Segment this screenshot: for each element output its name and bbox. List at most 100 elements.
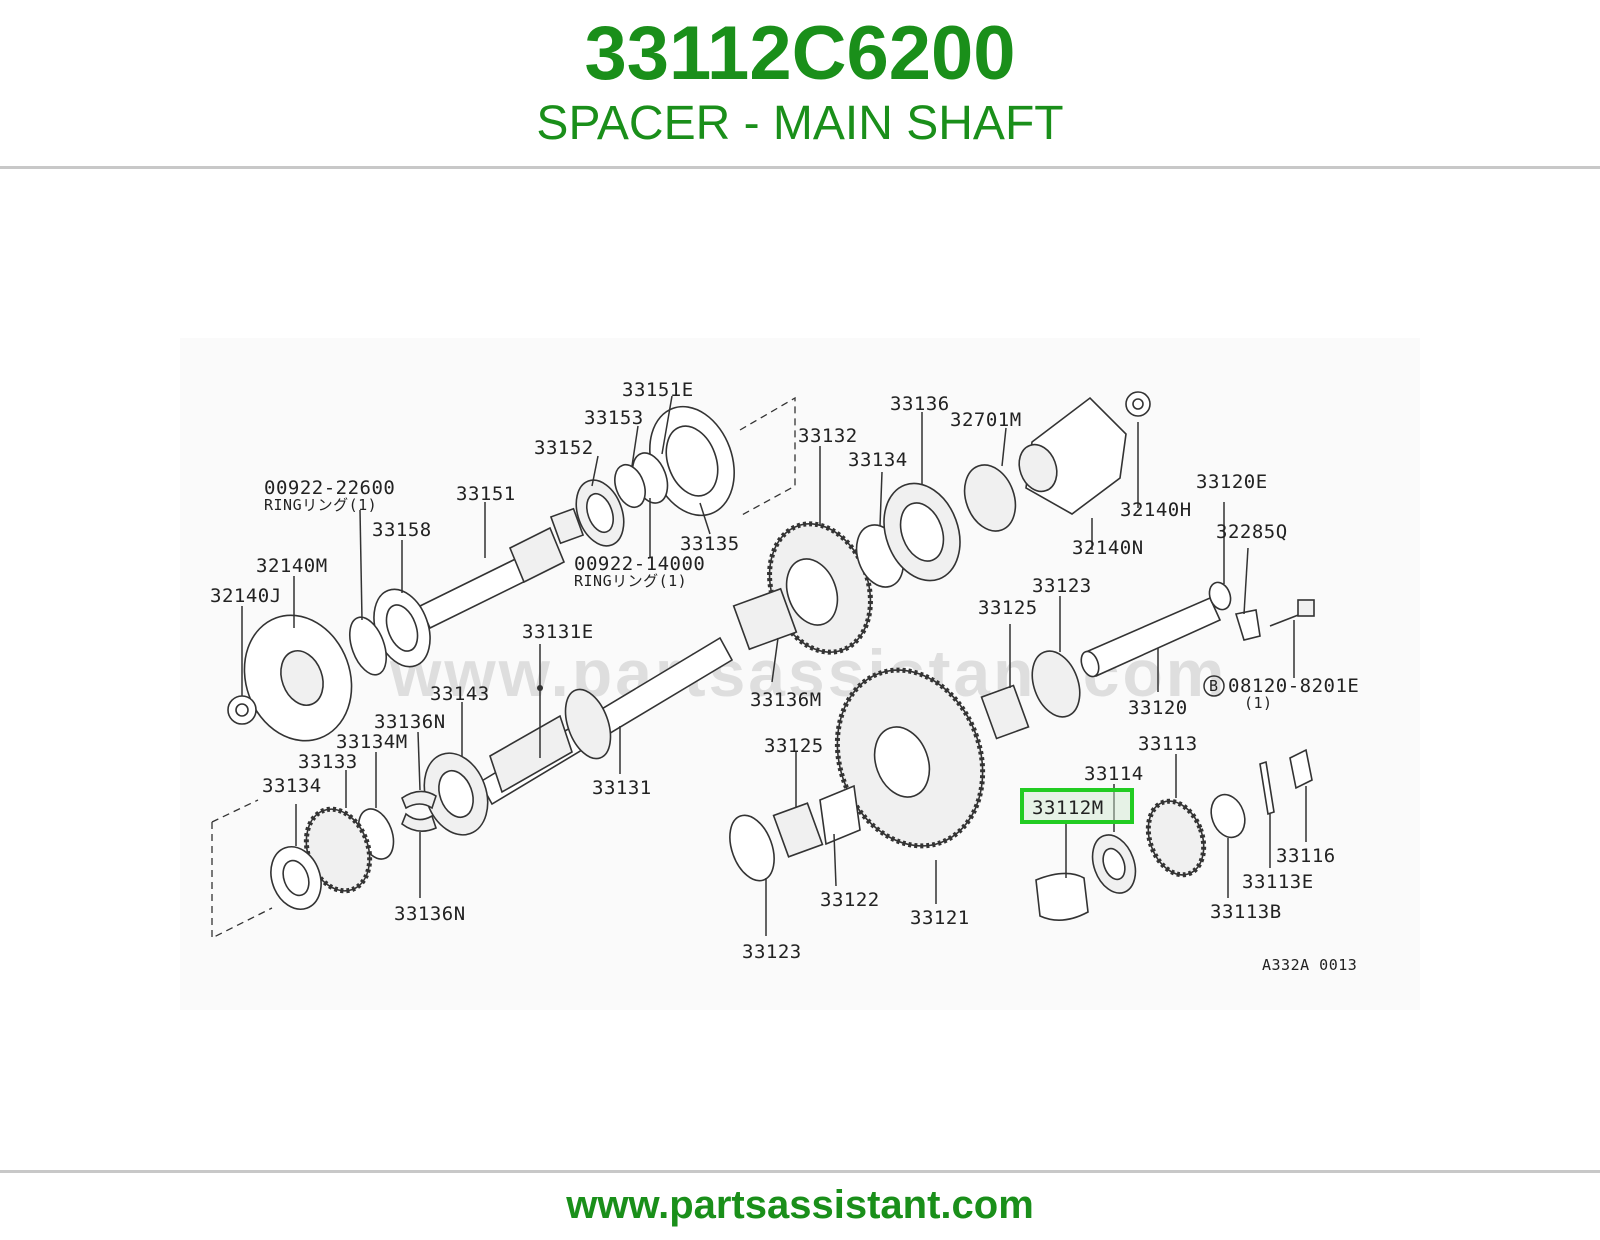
part-32140J-hole [235,703,249,717]
part-33136-bore [899,502,945,562]
part-33122-sleeve[interactable] [819,784,861,846]
part-33113B-nut[interactable] [1205,790,1250,842]
part-33132-bore [785,558,839,626]
part-33112M-spacer[interactable] [1035,872,1089,921]
label-33135[interactable]: 33135 [680,533,740,555]
part-33120-end [1080,650,1100,678]
part-33136N-lower[interactable] [401,812,437,832]
label-33136[interactable]: 33136 [890,393,950,415]
dashed-bracket-lower [211,799,273,940]
part-33116-collar[interactable] [1289,748,1313,790]
part-32285Q-plate[interactable] [1234,609,1261,641]
label-33136N-lower[interactable]: 33136N [394,903,466,925]
part-33158-bore [385,604,419,652]
label-33143[interactable]: 33143 [430,683,490,705]
part-needle-bearing[interactable] [549,507,585,545]
label-32285Q[interactable]: 32285Q [1216,521,1288,543]
label-33113E[interactable]: 33113E [1242,871,1314,893]
label-33113[interactable]: 33113 [1138,733,1198,755]
part-33113E-pin[interactable] [1259,760,1275,816]
part-33136M-bearing[interactable] [732,587,798,651]
label-32701M[interactable]: 32701M [950,409,1022,431]
label-33131E[interactable]: 33131E [522,621,594,643]
label-33134M[interactable]: 33134M [336,731,408,753]
part-33151-splines [508,526,566,584]
label-33123-upper[interactable]: 33123 [1032,575,1092,597]
part-33131-splines [489,714,573,794]
label-33153[interactable]: 33153 [584,407,644,429]
label-33151[interactable]: 33151 [456,483,516,505]
label-ring-2: RINGリング(1) [574,572,687,590]
part-32140M-hub [280,650,324,706]
header-divider [0,166,1600,169]
label-33134-upper[interactable]: 33134 [848,449,908,471]
label-33125-upper[interactable]: 33125 [978,597,1038,619]
exploded-view-svg: www.partsassistant.com [210,379,1359,974]
part-33113-teeth [1145,798,1207,878]
bolt-mark-letter: B [1209,677,1219,695]
part-00922-22600-ring[interactable] [343,612,394,679]
part-33123-lower-washer[interactable] [722,809,783,887]
counter-gear-group [732,391,1151,655]
label-32140M[interactable]: 32140M [256,555,328,577]
label-00922-22600[interactable]: 00922-22600 [264,477,395,499]
label-33151E[interactable]: 33151E [622,379,694,401]
leader-lines [241,395,1307,936]
part-33120E-ring[interactable] [1206,579,1234,612]
part-name-subtitle: SPACER - MAIN SHAFT [536,97,1064,150]
label-33152[interactable]: 33152 [534,437,594,459]
part-33125-upper-needle[interactable] [980,684,1030,740]
label-33125-lower[interactable]: 33125 [764,735,824,757]
dashed-bracket-upper [739,396,796,517]
footer-divider [0,1170,1600,1173]
label-00922-14000[interactable]: 00922-14000 [574,553,705,575]
label-33114[interactable]: 33114 [1084,763,1144,785]
part-number-title: 33112C6200 [584,11,1016,96]
label-bolt-qty: (1) [1244,694,1273,712]
label-32140N[interactable]: 32140N [1072,537,1144,559]
part-33136N-upper[interactable] [401,790,437,810]
label-33113B[interactable]: 33113B [1210,901,1282,923]
part-33131-gear [564,688,612,760]
label-33116[interactable]: 33116 [1276,845,1336,867]
highlight-box[interactable] [1020,788,1134,824]
label-ring-1: RINGリング(1) [264,496,377,514]
output-group [1035,748,1313,921]
label-33131[interactable]: 33131 [592,777,652,799]
label-33136N-upper[interactable]: 33136N [374,711,446,733]
label-32140H[interactable]: 32140H [1120,499,1192,521]
part-33114-bore [1102,847,1126,881]
label-33120[interactable]: 33120 [1128,697,1188,719]
diagram-code: A332A 0013 [1262,956,1357,974]
label-32140J[interactable]: 32140J [210,585,282,607]
part-33123-upper-washer[interactable] [1024,645,1089,724]
label-33122[interactable]: 33122 [820,889,880,911]
label-33134-lower[interactable]: 33134 [262,775,322,797]
label-33121[interactable]: 33121 [910,907,970,929]
label-33158[interactable]: 33158 [372,519,432,541]
part-33143-bore [438,769,474,819]
part-33153-ring[interactable] [609,461,650,512]
bolt-mark-circle [1203,675,1225,697]
label-33136M[interactable]: 33136M [750,689,822,711]
label-33123-lower[interactable]: 33123 [742,941,802,963]
footer-website-link[interactable]: www.partsassistant.com [566,1183,1034,1227]
part-32140H-hole [1132,398,1144,410]
part-08120-bolt-head[interactable] [1297,599,1315,617]
part-33121-teeth [834,667,986,849]
part-33135-bore [665,425,719,497]
reverse-idler-group [980,579,1315,740]
input-shaft-group [227,396,796,742]
label-33132[interactable]: 33132 [798,425,858,447]
label-33133[interactable]: 33133 [298,751,358,773]
parts-diagram: www.partsassistant.com [180,338,1420,1010]
label-08120-8201E[interactable]: 08120-8201E [1228,675,1359,697]
part-33121-bore [873,726,931,798]
part-33125-lower-needle[interactable] [772,802,824,858]
part-33134-lower-bore [282,859,310,897]
label-33112M-highlighted[interactable]: 33112M [1032,797,1104,819]
main-shaft-group [211,636,734,940]
label-33120E[interactable]: 33120E [1196,471,1268,493]
part-32140N-hub [1018,443,1058,493]
part-32701M-bearing[interactable] [956,458,1024,538]
